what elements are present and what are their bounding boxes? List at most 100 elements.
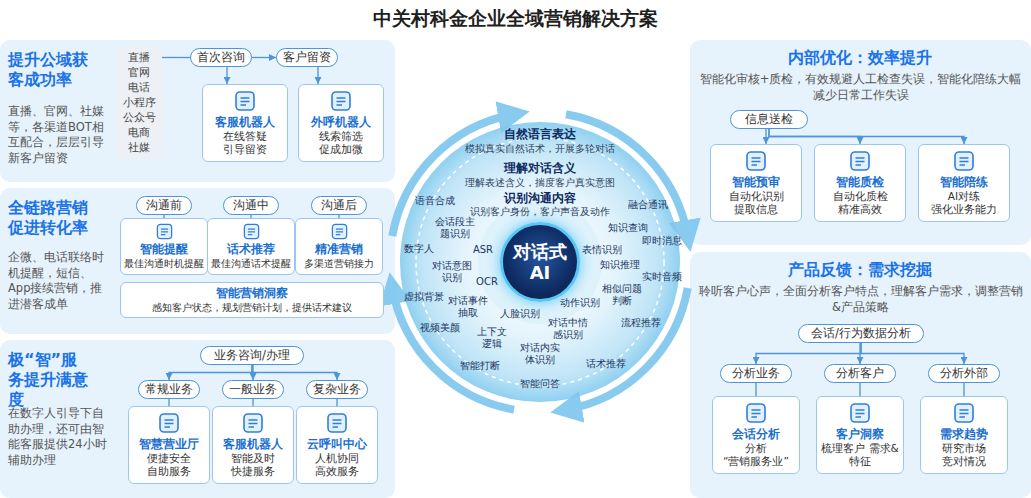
feature-card: 智能提醒最佳沟通时机提醒 [120, 218, 208, 275]
pill-label: 分析外部 [931, 366, 997, 381]
card-title: 客服机器人 [207, 115, 283, 130]
card-icon [133, 411, 205, 437]
card-icon [124, 222, 204, 242]
card-icon-graphic [744, 149, 768, 173]
connector [769, 129, 964, 144]
capability-keyword: OCR [476, 276, 498, 288]
wheel-dashed-ring [416, 138, 664, 386]
capability-keyword: 对话内实体识别 [519, 342, 561, 366]
capability-keyword: 融合通讯 [628, 199, 668, 211]
card-subtitle: 梳理客户 需求&特征 [821, 442, 899, 468]
icon-lines [752, 158, 761, 165]
box-body: 感知客户状态，规划营销计划，提供话术建议 [125, 301, 379, 314]
ring-arrow [392, 288, 514, 410]
core-label: 对话式 AI [510, 241, 570, 283]
icon-lines [335, 229, 342, 235]
icon-lines [856, 410, 865, 417]
icon-frame [332, 224, 346, 238]
card-title: 话术推荐 [211, 242, 291, 257]
feature-card: 外呼机器人线索筛选 促成加微 [298, 84, 384, 162]
section-panel: 内部优化：效率提升智能化审核+质检，有效规避人工检查失误，智能化陪练大幅减少日常… [690, 40, 1031, 245]
connector [861, 343, 964, 364]
card-subtitle: 最佳沟通时机提醒 [124, 257, 204, 270]
pill-box: 复杂业务 [306, 380, 368, 399]
card-icon [821, 401, 899, 427]
pill-box: 分析外部 [928, 364, 1000, 383]
icon-lines [247, 229, 254, 235]
card-icon-graphic [157, 411, 181, 435]
icon-frame [328, 414, 346, 432]
card-subtitle: 自动化识别 提取信息 [715, 190, 797, 216]
pill-label: 常规业务 [141, 382, 197, 397]
pill-label: 沟通中 [226, 198, 276, 213]
capability-keyword: 实时音频 [642, 271, 682, 283]
connector [162, 57, 190, 58]
capability-note: 识别客户身份，客户声音及动作 [470, 206, 610, 217]
feature-card: 客服机器人智能及时 快捷服务 [212, 406, 294, 484]
card-subtitle: 智能及时 快捷服务 [217, 452, 289, 478]
channel-list-box: 直播 官网 电话 小程序 公众号 电商 社媒 [116, 46, 162, 159]
feature-card: 云呼叫中心人机协同 高效服务 [296, 406, 378, 484]
card-icon [217, 411, 289, 437]
card-icon-graphic [329, 89, 353, 113]
capability-note: 模拟真实自然话术，开展多轮对话 [465, 143, 615, 154]
pill-label: 客户留资 [279, 50, 335, 65]
card-icon-graphic [848, 149, 872, 173]
wheel-glow [478, 200, 602, 324]
connector [168, 399, 169, 406]
section-panel: 全链路营销促进转化率企微、电话联络时机提醒，短信、App接续营销，推进潜客成单沟… [0, 188, 395, 334]
card-icon [923, 149, 1005, 175]
icon-frame [955, 152, 973, 170]
panel-body: 在数字人引导下自助办理，还可由智能客服提供24小时辅助办理 [8, 406, 112, 468]
capability-heading: 识别沟通内容 [504, 191, 576, 205]
connector [859, 383, 860, 396]
capability-note: 理解表述含义，揣度客户真实意图 [465, 177, 615, 188]
connector [317, 67, 318, 84]
connector [765, 129, 766, 144]
icon-lines [333, 420, 342, 427]
connector [252, 365, 337, 380]
capability-keyword: 动作识别 [560, 297, 600, 309]
card-subtitle: 最佳沟通话术提醒 [211, 257, 291, 270]
capability-keyword: 会话段主题识别 [434, 216, 476, 240]
icon-lines [160, 229, 167, 235]
connector [169, 365, 252, 380]
pill-label: 复杂业务 [309, 382, 365, 397]
pill-box: 常规业务 [138, 380, 200, 399]
card-title: 智能陪练 [923, 175, 1005, 190]
icon-frame [236, 92, 254, 110]
feature-card: 会话分析分析 “营销服务业” [712, 396, 800, 474]
capability-keyword: 话术推荐 [586, 358, 626, 370]
card-title: 智能提醒 [124, 242, 204, 257]
icon-frame [157, 224, 171, 238]
pill-label: 分析客户 [827, 366, 893, 381]
feature-card: 智能质检自动化质检 精准高效 [814, 144, 906, 222]
capability-keyword: 数字人 [404, 243, 434, 255]
pill-label: 会话/行为数据分析 [801, 326, 921, 341]
card-subtitle: 自动化质检 精准高效 [819, 190, 901, 216]
card-subtitle: 人机协同 高效服务 [301, 452, 373, 478]
icon-frame [851, 152, 869, 170]
icon-frame [244, 414, 262, 432]
card-title: 智慧营业厅 [133, 437, 205, 452]
pill-box: 沟通后 [311, 196, 367, 215]
pill-label: 一般业务 [225, 382, 281, 397]
panel-body: 直播、官网、社媒等，各渠道BOT相互配合，层层引导新客户留资 [8, 104, 112, 166]
card-subtitle: 研究市场 竞对情况 [925, 442, 1003, 468]
panel-heading: 提升公域获客成功率 [8, 50, 92, 90]
box-title: 智能营销洞察 [125, 286, 379, 301]
pill-label: 沟通后 [314, 198, 364, 213]
icon-lines [249, 420, 258, 427]
pill-box: 分析客户 [824, 364, 896, 383]
card-title: 云呼叫中心 [301, 437, 373, 452]
pill-box: 一般业务 [222, 380, 284, 399]
panel-heading: 产品反馈：需求挖掘 [710, 260, 1010, 280]
ring-arrow [566, 114, 688, 236]
capability-keyword: 表情识别 [582, 244, 622, 256]
feature-card: 精准营销多渠道营销接力 [295, 218, 383, 275]
capability-heading: 理解对话含义 [504, 161, 576, 175]
pill-label: 业务咨询/办理 [203, 348, 301, 363]
icon-frame [747, 404, 765, 422]
card-icon-graphic [233, 89, 257, 113]
pill-label: 信息送检 [733, 112, 805, 127]
